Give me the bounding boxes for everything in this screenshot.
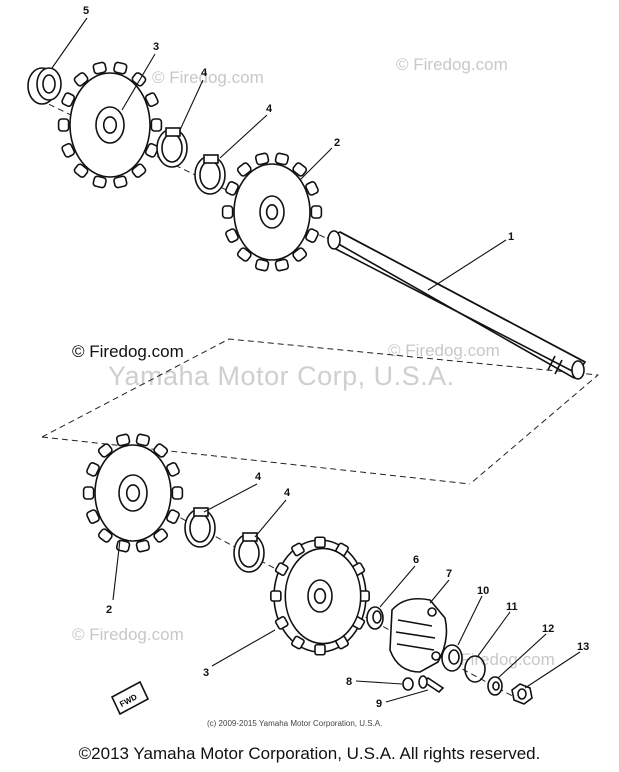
watermark-yamaha: Yamaha Motor Corp, U.S.A. [108,361,455,391]
sprocket-tooth [115,433,131,447]
part-4-clamp[interactable] [156,127,188,168]
part-10-bearing[interactable] [441,644,463,672]
part-7-housing[interactable] [389,597,448,673]
sprocket-tooth [73,72,89,87]
part-3-sprocket-top[interactable] [57,61,163,189]
sprocket-tooth [171,486,184,500]
part-11-circlip[interactable] [464,655,486,683]
sprocket-tooth [292,162,308,177]
sprocket-tooth [113,175,128,189]
sprocket-tooth [86,509,100,524]
sprocket-tooth [86,462,100,477]
sprocket-tooth [305,181,319,196]
callout-6: 6 [413,554,419,566]
sprocket-tooth [144,142,159,158]
sprocket-tooth [150,118,163,132]
callout-9: 9 [376,698,382,710]
part-4-clamp[interactable] [233,532,265,573]
sprocket-tooth [73,163,89,178]
sprocket-tooth [153,528,169,543]
part-13-nut[interactable] [511,683,533,705]
callout-13: 13 [577,641,589,653]
part-12-washer[interactable] [487,676,503,696]
sprocket-tooth [97,443,113,458]
sprocket-tooth [270,590,282,602]
leader-lines [51,17,581,703]
sprocket-tooth [221,205,234,219]
part-4-clamp[interactable] [184,507,216,548]
sprocket-tooth [254,152,270,166]
sprocket-tooth [292,247,308,262]
callout-8: 8 [346,676,352,688]
sprocket-tooth [135,539,151,553]
callout-4: 4 [284,487,291,499]
sprocket-tooth [144,92,159,108]
reference-outline [41,338,600,485]
sprocket-tooth [310,205,323,219]
reference-outline [41,436,471,485]
fwd-direction-tag: FWD [110,680,150,716]
part-9-bolt[interactable] [418,675,445,694]
sprocket-tooth [236,247,252,262]
sprocket-tooth [225,181,239,196]
sprocket-tooth [92,175,107,189]
callout-10: 10 [477,585,489,597]
callout-3: 3 [153,41,159,53]
callout-11: 11 [506,601,518,613]
part-6-seal[interactable] [366,606,384,630]
sprocket-tooth [314,643,326,656]
diagram-copyright: (c) 2009-2015 Yamaha Motor Corporation, … [207,719,383,728]
footer-copyright: ©2013 Yamaha Motor Corporation, U.S.A. A… [78,744,541,763]
sprocket-tooth [274,152,290,166]
part-2-sprocket-bottom[interactable] [82,433,184,553]
part-5-cap[interactable] [27,67,62,105]
sprocket-tooth [291,542,305,557]
callout-12: 12 [542,623,554,635]
sprocket-tooth [131,163,147,178]
watermark-firedog: © Firedog.com [388,341,500,360]
sprocket-tooth [135,433,151,447]
sprocket-tooth [61,142,76,158]
callout-7: 7 [446,568,452,580]
watermark-firedog: © Firedog.com [72,625,184,644]
sprocket-tooth [291,635,305,650]
watermark-firedog: © Firedog.com [152,68,264,87]
watermark-firedog: © Firedog.com [72,342,184,361]
sprocket-tooth [166,462,180,477]
callout-5: 5 [83,5,89,17]
part-8-washer[interactable] [402,677,414,691]
watermark-firedog: © Firedog.com [396,55,508,74]
sprocket-tooth [254,258,270,272]
sprocket-tooth [314,536,326,549]
watermark-firedog: © Firedog.com [443,650,555,669]
sprocket-tooth [274,258,290,272]
callout-1: 1 [508,231,514,243]
sprocket-tooth [274,615,289,630]
callout-2: 2 [106,604,112,616]
sprocket-tooth [57,118,70,132]
callout-4: 4 [266,103,273,115]
sprocket-tooth [225,228,239,243]
sprocket-tooth [305,228,319,243]
sprocket-tooth [61,92,76,108]
sprocket-tooth [274,562,289,577]
part-2-sprocket-top[interactable] [221,152,323,272]
callout-4: 4 [201,67,208,79]
sprocket-tooth [82,486,95,500]
part-1-shaft[interactable] [326,230,587,380]
part-4-clamp[interactable] [194,154,226,195]
callout-2: 2 [334,137,340,149]
sprocket-tooth [92,61,107,75]
callout-3: 3 [203,667,209,679]
sprocket-tooth [236,162,252,177]
sprocket-tooth [97,528,113,543]
callout-4: 4 [255,471,262,483]
sprocket-tooth [166,509,180,524]
sprocket-tooth [153,443,169,458]
part-3-wheel-bottom[interactable] [270,536,370,656]
sprocket-tooth [113,61,128,75]
